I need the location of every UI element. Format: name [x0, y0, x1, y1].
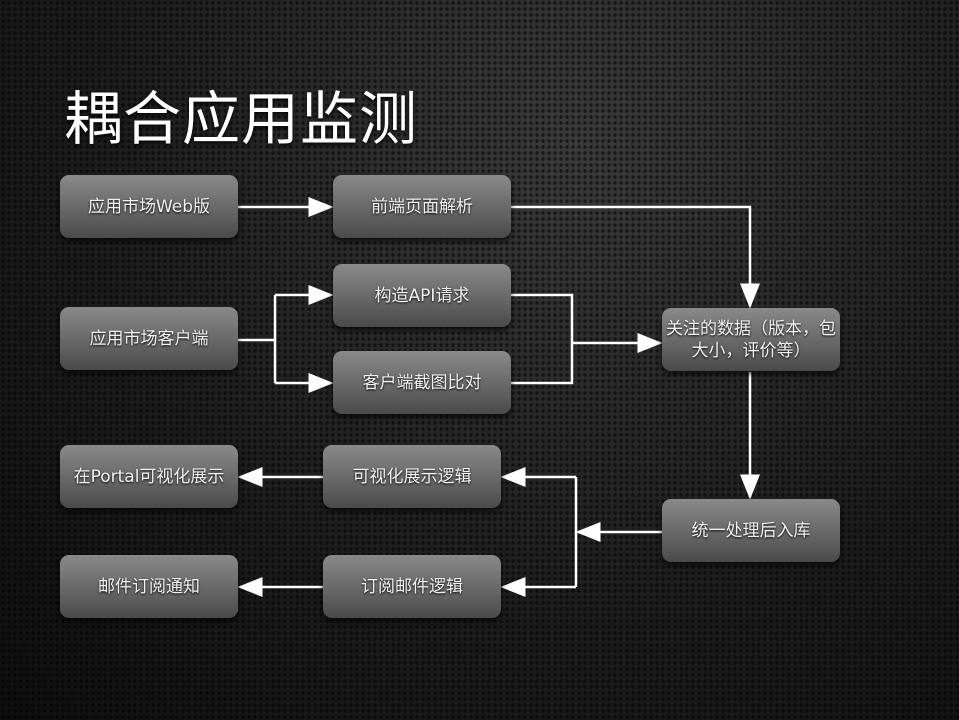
node-screenshot-compare: 客户端截图比对	[333, 351, 511, 414]
node-api-request: 构造API请求	[333, 264, 511, 327]
line-merge	[510, 293, 574, 385]
node-web-market: 应用市场Web版	[60, 175, 238, 238]
node-store: 统一处理后入库	[662, 499, 840, 562]
node-subscribe-logic: 订阅邮件逻辑	[323, 555, 501, 618]
node-visual-logic: 可视化展示逻辑	[323, 445, 501, 508]
node-data-of-interest: 关注的数据（版本，包大小，评价等）	[662, 308, 840, 371]
node-portal-display: 在Portal可视化展示	[60, 445, 238, 508]
node-frontend-parse: 前端页面解析	[333, 175, 511, 238]
node-client-market: 应用市场客户端	[60, 307, 238, 370]
node-email-notify: 邮件订阅通知	[60, 555, 238, 618]
slide-title: 耦合应用监测	[64, 85, 419, 153]
arrow-parse-to-data	[510, 205, 760, 309]
